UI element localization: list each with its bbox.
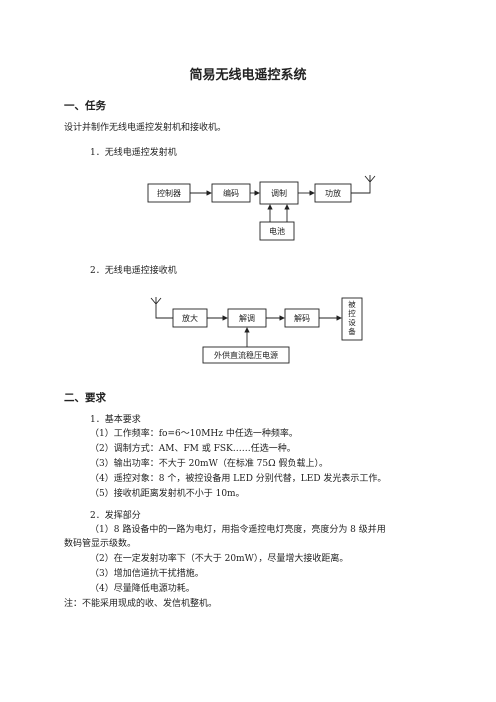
controlled-char-3: 设 [348, 317, 356, 327]
battery-label: 电池 [269, 226, 285, 236]
modulator-label: 调制 [271, 188, 287, 198]
rx-amplifier-label: 放大 [182, 313, 198, 323]
page-title: 简易无线电遥控系统 [189, 68, 307, 83]
power-supply-label: 外供直流稳压电源 [214, 350, 278, 360]
battery-box [259, 221, 295, 241]
basic-req-item-3: （3）输出功率：不大于 20mW（在标准 75Ω 假负载上）。 [90, 459, 328, 469]
task-intro: 设计并制作无线电遥控发射机和接收机。 [64, 123, 227, 133]
ext-req-item-4: （4）尽量降低电源功耗。 [90, 584, 195, 594]
controlled-char-2: 控 [348, 308, 356, 318]
note-text: 注：不能采用现成的收、发信机整机。 [64, 599, 218, 609]
encoder-label: 编码 [223, 188, 239, 198]
tx-subtitle: 1．无线电遥控发射机 [90, 148, 177, 158]
ext-req-item-2: （2）在一定发射功率下（不大于 20mW），尽量增大接收距离。 [90, 554, 349, 564]
section-heading-requirements: 二、要求 [64, 392, 106, 404]
ext-req-title: 2．发挥部分 [90, 511, 141, 521]
controlled-char-4: 备 [348, 326, 356, 336]
demodulator-label: 解调 [239, 313, 255, 323]
power-supply-box [202, 346, 290, 364]
rx-subtitle: 2．无线电遥控接收机 [90, 266, 177, 276]
ext-req-item-1-line-2: 数码管显示级数。 [64, 539, 137, 549]
receiver-diagram: 放大 解调 解码 被 控 设 备 外供直流稳压电源 [150, 297, 363, 364]
rx-antenna-icon [150, 297, 173, 319]
basic-req-item-2: （2）调制方式：AM、FM 或 FSK……任选一种。 [90, 444, 296, 454]
basic-req-item-1: （1）工作频率：fo=6～10MHz 中任选一种频率。 [90, 429, 298, 439]
ext-req-item-1-line-1: （1）8 路设备中的一路为电灯，用指令遥控电灯亮度，亮度分为 8 级并用 [90, 525, 386, 535]
basic-req-item-4: （4）遥控对象：8 个，被控设备用 LED 分别代替，LED 发光表示工作。 [90, 474, 387, 484]
basic-req-title: 1．基本要求 [90, 415, 141, 425]
transmitter-diagram: 控制器 编码 调制 功放 电池 [147, 175, 376, 241]
section-heading-task: 一、任务 [64, 100, 106, 112]
ext-req-item-3: （3）增加信道抗干扰措施。 [90, 569, 204, 579]
decoder-label: 解码 [294, 313, 310, 323]
basic-req-item-5: （5）接收机距离发射机不小于 10m。 [90, 489, 245, 499]
controlled-device-box [341, 297, 363, 341]
controlled-char-1: 被 [348, 299, 356, 309]
amplifier-label: 功放 [325, 188, 341, 198]
antenna-icon [351, 175, 376, 194]
controller-label: 控制器 [157, 188, 181, 198]
